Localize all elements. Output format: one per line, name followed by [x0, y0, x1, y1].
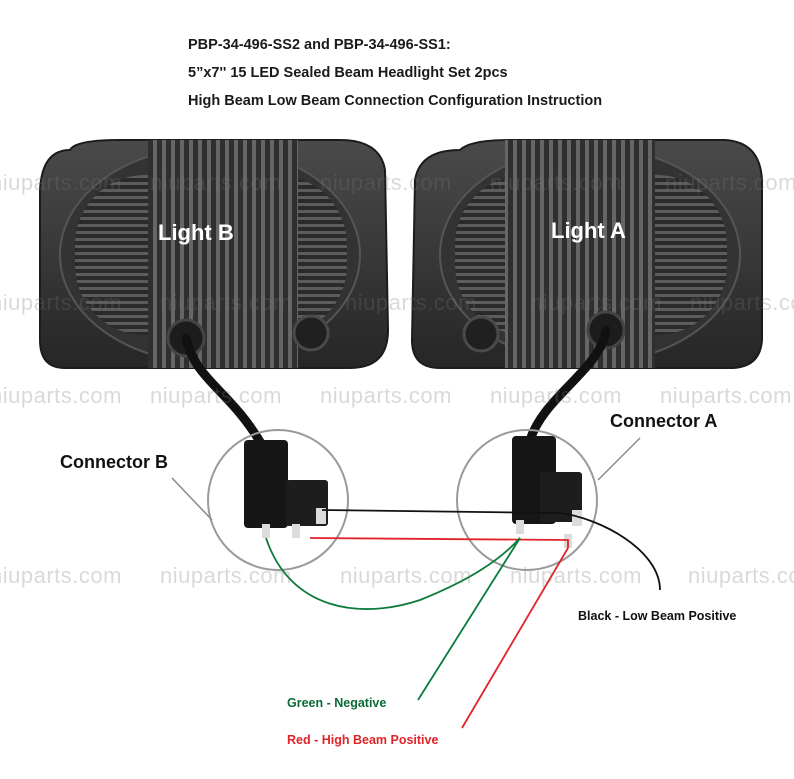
- red-wire-label: Red - High Beam Positive: [287, 733, 438, 747]
- light-a-label: Light A: [551, 218, 626, 244]
- red-wire-lead: [462, 548, 568, 728]
- green-wire-lead: [418, 538, 520, 700]
- light-a: [412, 140, 762, 368]
- connector-b-leader: [172, 478, 212, 520]
- connector-a-label: Connector A: [610, 411, 717, 432]
- light-b: [40, 140, 388, 368]
- connector-a-plug: [512, 436, 582, 548]
- connector-a-leader: [598, 438, 640, 480]
- black-wire-label: Black - Low Beam Positive: [578, 609, 736, 623]
- connector-b-plug: [244, 440, 328, 538]
- green-wire-label: Green - Negative: [287, 696, 386, 710]
- red-wire: [310, 538, 568, 548]
- connector-b-label: Connector B: [60, 452, 168, 473]
- black-wire: [322, 510, 660, 590]
- light-b-label: Light B: [158, 220, 234, 246]
